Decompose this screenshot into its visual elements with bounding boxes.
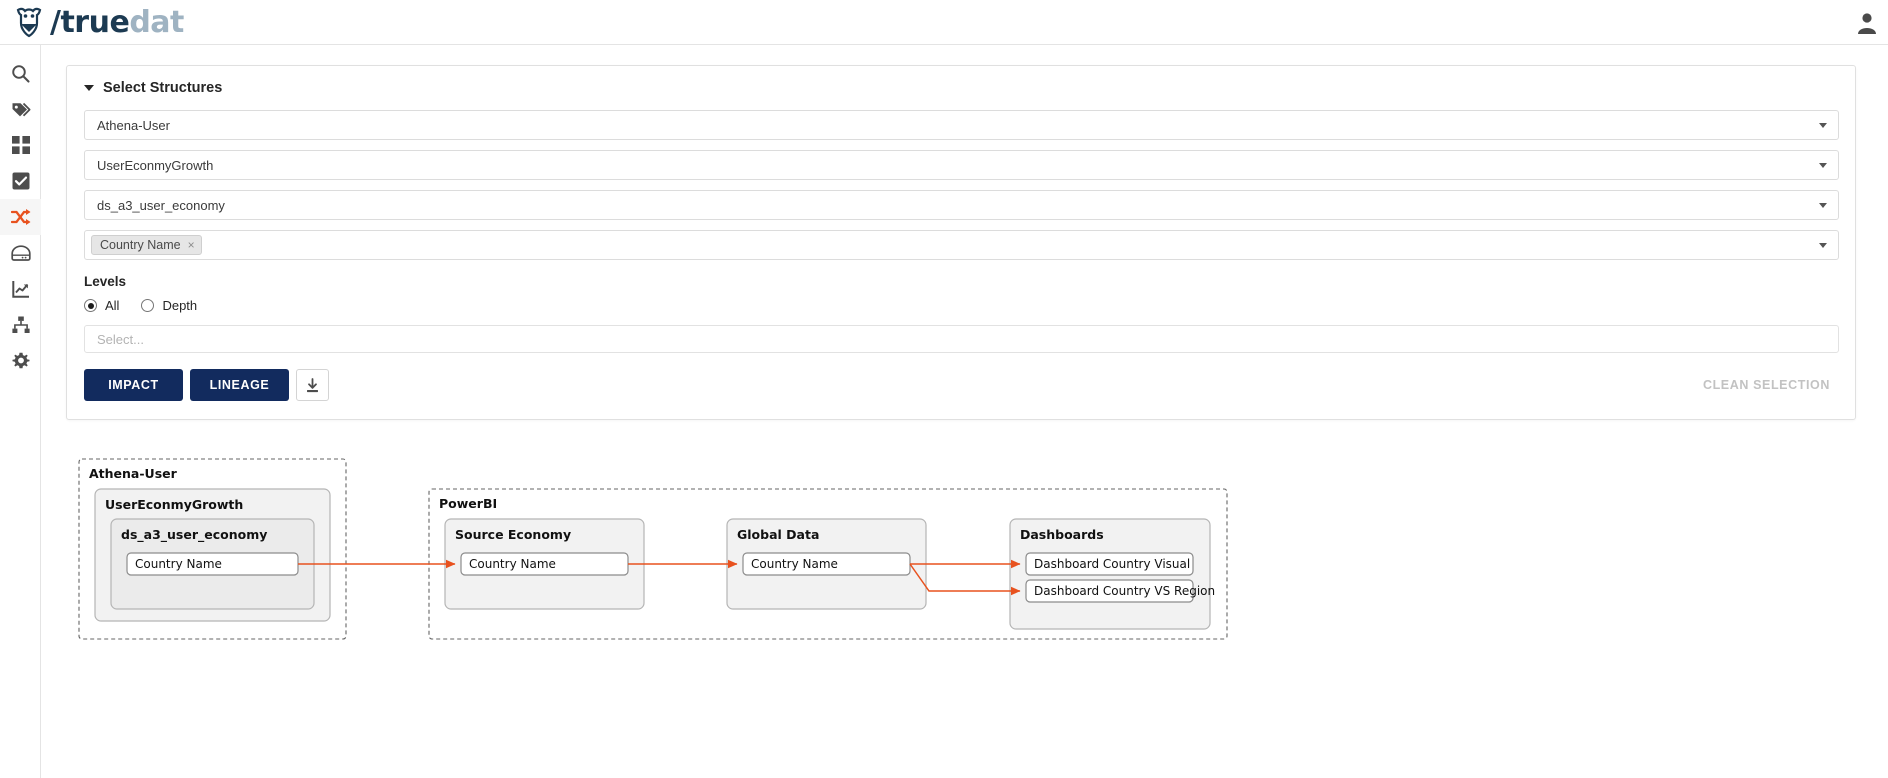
- container-ds-a3-user-economy-label: ds_a3_user_economy: [121, 527, 267, 543]
- radio-option-all[interactable]: All: [84, 298, 119, 313]
- container-dashboards-label: Dashboards: [1020, 527, 1104, 542]
- chart-line-icon: [11, 281, 29, 298]
- lineage-button[interactable]: LINEAGE: [190, 369, 289, 401]
- chevron-down-icon: [1819, 243, 1827, 248]
- sitemap-icon: [11, 316, 30, 333]
- container-source-economy-label: Source Economy: [455, 527, 571, 542]
- sidebar-item-tasks[interactable]: [0, 163, 41, 199]
- select-system-value: Athena-User: [97, 117, 170, 133]
- logo-dat: dat: [129, 4, 184, 40]
- radio-option-depth[interactable]: Depth: [141, 298, 197, 313]
- chip-country-name[interactable]: Country Name ×: [91, 235, 202, 255]
- sidebar-item-search[interactable]: [0, 55, 41, 91]
- chevron-down-icon: [1819, 123, 1827, 128]
- panel-actions: IMPACT LINEAGE CLEAN SELECTION: [84, 369, 1838, 401]
- sidebar-item-hierarchy[interactable]: [0, 307, 41, 343]
- owl-logo-icon: [16, 7, 42, 38]
- levels-label: Levels: [84, 274, 127, 289]
- group-powerbi-label: PowerBI: [439, 496, 497, 511]
- search-icon: [12, 64, 30, 83]
- logo-true: true: [60, 4, 130, 40]
- gear-icon: [12, 352, 29, 369]
- node-country-name-athena-label: Country Name: [135, 557, 222, 571]
- select-fields[interactable]: Country Name ×: [84, 230, 1839, 260]
- radio-all-indicator[interactable]: [84, 299, 97, 312]
- node-dashboard-country-visual-label: Dashboard Country Visual: [1034, 557, 1190, 571]
- select-structure-value: ds_a3_user_economy: [97, 197, 225, 213]
- select-group-value: UserEconmyGrowth: [97, 157, 214, 173]
- main-content: Select Structures Athena-User UserEconmy…: [41, 45, 1888, 778]
- node-dashboard-country-vs-region[interactable]: [1025, 579, 1194, 603]
- group-athena-user[interactable]: [78, 458, 347, 640]
- sidebar: [0, 45, 41, 778]
- logo-slash: /: [50, 4, 61, 40]
- chip-remove-icon[interactable]: ×: [187, 238, 195, 252]
- grid-icon: [11, 136, 30, 154]
- download-icon: [307, 377, 318, 392]
- panel-header-toggle[interactable]: Select Structures: [84, 80, 1838, 96]
- depth-select-input[interactable]: Select...: [84, 325, 1839, 353]
- check-square-icon: [12, 172, 29, 190]
- download-button[interactable]: [296, 369, 329, 401]
- chip-label: Country Name: [100, 238, 181, 252]
- impact-button[interactable]: IMPACT: [84, 369, 183, 401]
- node-country-name-source-label: Country Name: [469, 557, 556, 571]
- panel-title: Select Structures: [103, 80, 223, 96]
- sidebar-item-quality[interactable]: [0, 271, 41, 307]
- select-structure[interactable]: ds_a3_user_economy: [84, 190, 1839, 220]
- select-group[interactable]: UserEconmyGrowth: [84, 150, 1839, 180]
- radio-depth-indicator[interactable]: [141, 299, 155, 312]
- database-icon: [10, 245, 31, 261]
- shuffle-icon: [10, 209, 30, 225]
- chevron-down-icon: [84, 85, 94, 91]
- clean-selection-button[interactable]: CLEAN SELECTION: [1695, 369, 1838, 401]
- sidebar-item-grid[interactable]: [0, 127, 41, 163]
- lineage-graph[interactable]: Athena-User UserEconmyGrowth ds_a3_user_…: [41, 445, 1888, 778]
- levels-radio-group: All Depth: [84, 298, 1838, 313]
- radio-depth-label: Depth: [162, 298, 198, 313]
- group-athena-user-label: Athena-User: [89, 466, 178, 481]
- sidebar-item-lineage[interactable]: [0, 199, 41, 235]
- sidebar-item-tags[interactable]: [0, 91, 41, 127]
- sidebar-item-datasets[interactable]: [0, 235, 41, 271]
- tags-icon: [12, 102, 30, 116]
- node-country-name-global-label: Country Name: [751, 557, 838, 571]
- sidebar-item-settings[interactable]: [0, 343, 41, 379]
- node-dashboard-country-vs-region-label: Dashboard Country VS Region: [1034, 584, 1215, 598]
- container-global-data-label: Global Data: [737, 527, 819, 542]
- chevron-down-icon: [1819, 163, 1827, 168]
- select-structures-panel: Select Structures Athena-User UserEconmy…: [66, 65, 1856, 420]
- select-system[interactable]: Athena-User: [84, 110, 1839, 140]
- node-dashboard-country-visual[interactable]: [1025, 552, 1194, 576]
- edge-global-to-vs-region: [909, 563, 1021, 596]
- app-logo[interactable]: / true dat: [14, 5, 184, 40]
- container-usereconmygrowth-label: UserEconmyGrowth: [105, 497, 243, 512]
- top-bar: / true dat: [0, 0, 1888, 45]
- user-account-icon[interactable]: [1856, 10, 1878, 34]
- radio-all-label: All: [105, 298, 120, 313]
- chevron-down-icon: [1819, 203, 1827, 208]
- depth-select-placeholder: Select...: [97, 331, 144, 347]
